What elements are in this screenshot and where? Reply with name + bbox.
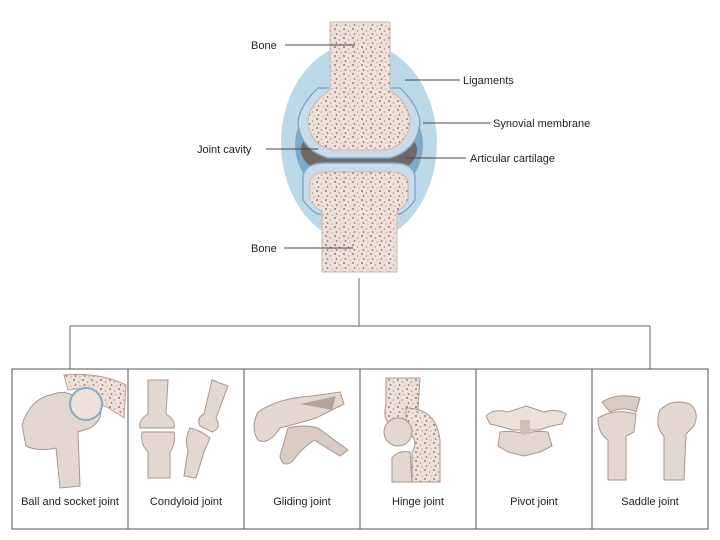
lower-bone [310,172,408,272]
label-saddle: Saddle joint [592,495,708,510]
ball-and-socket-illustration [22,374,126,488]
saddle-illustration [598,396,696,480]
label-bone-bottom: Bone [251,243,277,255]
label-gliding: Gliding joint [244,495,360,510]
label-hinge: Hinge joint [360,495,476,510]
label-synovial-membrane: Synovial membrane [493,118,590,130]
label-ligaments: Ligaments [463,75,514,87]
label-articular-cartilage: Articular cartilage [470,153,555,165]
label-ball-and-socket: Ball and socket joint [12,495,128,510]
hinge-illustration [384,378,440,482]
tree-connector [70,278,650,369]
label-pivot: Pivot joint [476,495,592,510]
label-bone-top: Bone [251,40,277,52]
pivot-illustration [486,406,566,456]
label-condyloid: Condyloid joint [128,495,244,510]
gliding-illustration [254,392,348,464]
main-joint [281,22,437,272]
label-joint-cavity: Joint cavity [197,144,252,156]
condyloid-illustration [140,380,228,478]
